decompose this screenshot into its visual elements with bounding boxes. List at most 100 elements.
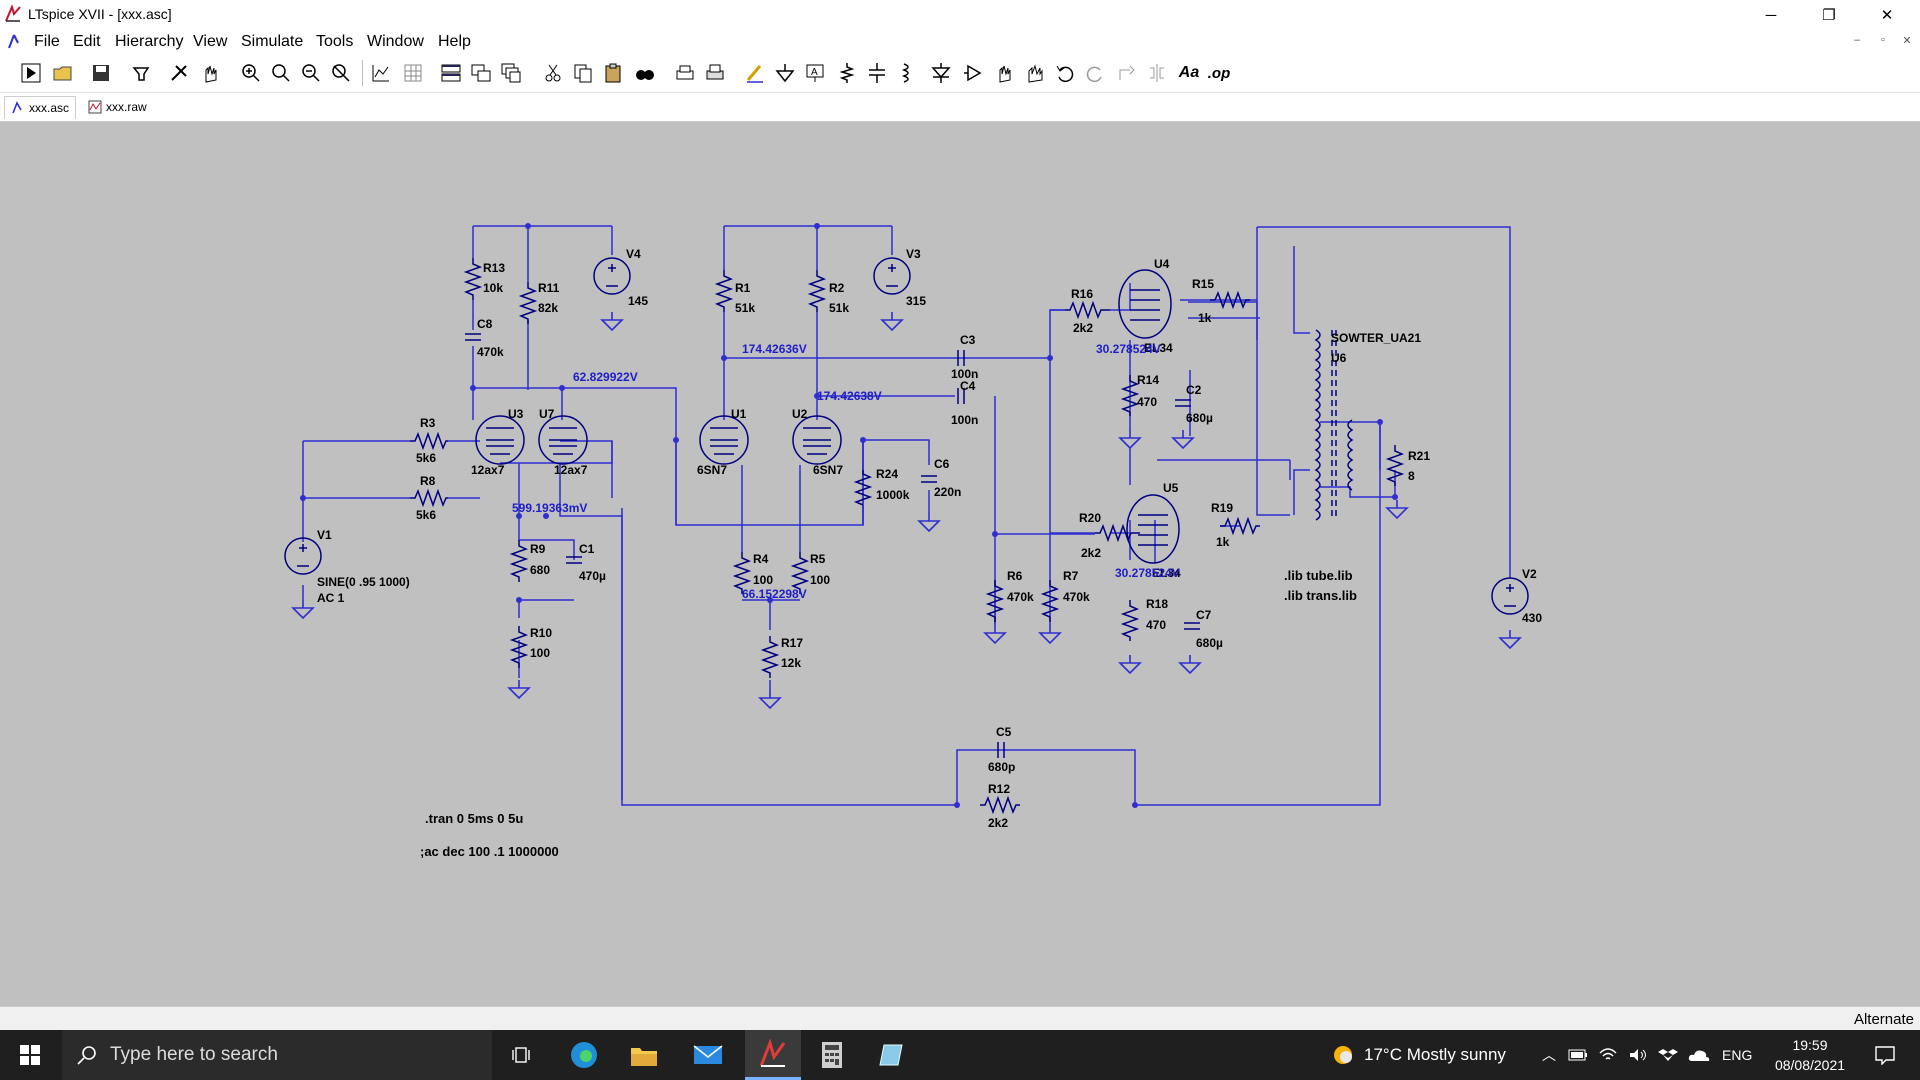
tab-waveform[interactable]: xxx.raw xyxy=(82,96,153,118)
cascade-icon[interactable] xyxy=(498,60,524,86)
node-voltage-3: 174.42638V xyxy=(817,389,882,403)
maximize-button[interactable]: ❐ xyxy=(1822,7,1836,24)
directive-lib-trans[interactable]: .lib trans.lib xyxy=(1284,588,1357,603)
taskbar-calculator[interactable] xyxy=(808,1030,856,1080)
schematic-canvas[interactable]: R13 10k R11 82k C8 470k V4 145 R1 51k R2… xyxy=(0,122,1920,1006)
close-button[interactable]: ✕ xyxy=(1880,7,1894,24)
show-hidden-icons-icon[interactable]: ︿ xyxy=(1542,1047,1556,1063)
halt-icon[interactable] xyxy=(166,60,192,86)
edge-icon xyxy=(571,1042,597,1068)
spice-directives[interactable]: .tran 0 5ms 0 5u ;ac dec 100 .1 1000000 … xyxy=(420,568,1357,859)
label-R7: R7 xyxy=(1063,569,1079,583)
autorange-icon[interactable] xyxy=(368,60,394,86)
menu-tools[interactable]: Tools xyxy=(316,33,354,50)
task-view-button[interactable] xyxy=(500,1030,542,1080)
redo-icon[interactable] xyxy=(1082,60,1108,86)
weather-sun-icon xyxy=(1334,1046,1352,1064)
menu-file[interactable]: File xyxy=(34,33,60,50)
find-icon[interactable] xyxy=(632,60,658,86)
battery-icon[interactable] xyxy=(1568,1047,1588,1063)
diode-icon[interactable] xyxy=(928,60,954,86)
value-R14: 470 xyxy=(1137,395,1157,409)
label-R18: R18 xyxy=(1146,597,1168,611)
schematic-doc-icon[interactable] xyxy=(6,33,22,51)
taskbar-mail[interactable] xyxy=(684,1030,732,1080)
tile-horizontal-icon[interactable] xyxy=(438,60,464,86)
clock-time: 19:59 xyxy=(1792,1037,1828,1053)
folder-icon xyxy=(631,1048,657,1066)
notepad-icon xyxy=(879,1044,903,1066)
menu-help[interactable]: Help xyxy=(438,33,471,50)
directive-lib-tube[interactable]: .lib tube.lib xyxy=(1284,568,1353,583)
label-icon[interactable]: A xyxy=(802,60,828,86)
node-voltage-2: 174.42636V xyxy=(742,342,807,356)
print-preview-icon[interactable] xyxy=(702,60,728,86)
undo-icon[interactable] xyxy=(1052,60,1078,86)
dropbox-icon[interactable] xyxy=(1658,1047,1678,1063)
notification-icon xyxy=(1875,1046,1895,1065)
component-icon[interactable] xyxy=(960,60,986,86)
taskbar-file-explorer[interactable] xyxy=(620,1030,668,1080)
start-button[interactable] xyxy=(0,1030,60,1080)
control-panel-icon[interactable] xyxy=(128,60,154,86)
save-icon[interactable] xyxy=(88,60,114,86)
weather-widget[interactable]: 17°C Mostly sunny xyxy=(1330,1030,1506,1080)
grid-icon[interactable] xyxy=(400,60,426,86)
minimize-button[interactable]: ─ xyxy=(1765,6,1777,24)
wires xyxy=(302,225,1511,806)
taskbar-search-box[interactable]: Type here to search xyxy=(62,1030,492,1080)
schematic-drawing[interactable]: R13 10k R11 82k C8 470k V4 145 R1 51k R2… xyxy=(0,122,1920,1006)
label-R20: R20 xyxy=(1079,511,1101,525)
mdi-restore-button[interactable]: ▫ xyxy=(1881,34,1885,46)
capacitor-icon[interactable] xyxy=(864,60,890,86)
tile-vertical-icon[interactable] xyxy=(468,60,494,86)
volume-icon[interactable] xyxy=(1628,1047,1648,1063)
menu-hierarchy[interactable]: Hierarchy xyxy=(115,33,184,50)
mdi-minimize-button[interactable]: – xyxy=(1853,34,1861,46)
move-icon[interactable] xyxy=(992,60,1018,86)
label-C5: C5 xyxy=(996,725,1012,739)
tab-schematic[interactable]: xxx.asc xyxy=(4,96,77,119)
clock[interactable]: 19:59 08/08/2021 xyxy=(1764,1030,1856,1080)
menu-view[interactable]: View xyxy=(193,33,228,50)
node-voltage-labels: 62.829922V 174.42636V 174.42638V 599.193… xyxy=(512,342,1180,601)
paste-icon[interactable] xyxy=(600,60,626,86)
pan-icon[interactable] xyxy=(198,60,224,86)
ground-icon[interactable] xyxy=(772,60,798,86)
text-icon[interactable]: Aa xyxy=(1176,60,1202,86)
copy-icon[interactable] xyxy=(570,60,596,86)
zoom-fit-icon[interactable] xyxy=(268,60,294,86)
menu-window[interactable]: Window xyxy=(367,33,424,50)
open-icon[interactable] xyxy=(50,60,76,86)
language-indicator[interactable]: ENG xyxy=(1722,1047,1753,1063)
wire-icon[interactable] xyxy=(742,60,768,86)
menu-simulate[interactable]: Simulate xyxy=(241,33,304,50)
onedrive-icon[interactable] xyxy=(1688,1047,1710,1063)
search-placeholder: Type here to search xyxy=(110,1044,278,1065)
value-R10: 100 xyxy=(530,646,550,660)
drag-icon[interactable] xyxy=(1022,60,1048,86)
spice-directive-icon[interactable]: .op xyxy=(1206,60,1232,86)
mirror-icon[interactable] xyxy=(1144,60,1170,86)
label-R19: R19 xyxy=(1211,501,1233,515)
zoom-out-icon[interactable] xyxy=(298,60,324,86)
resistor-icon[interactable] xyxy=(834,60,860,86)
run-icon[interactable] xyxy=(18,60,44,86)
print-icon[interactable] xyxy=(672,60,698,86)
directive-ac[interactable]: ;ac dec 100 .1 1000000 xyxy=(420,844,559,859)
value-U7: 12ax7 xyxy=(554,463,588,477)
inductor-icon[interactable] xyxy=(894,60,920,86)
zoom-in-icon[interactable] xyxy=(238,60,264,86)
taskbar-ltspice[interactable] xyxy=(745,1030,801,1080)
menu-edit[interactable]: Edit xyxy=(73,33,101,50)
taskbar-app[interactable] xyxy=(868,1030,916,1080)
zoom-cancel-icon[interactable] xyxy=(328,60,354,86)
value-R7: 470k xyxy=(1063,590,1090,604)
notification-center-button[interactable] xyxy=(1862,1030,1908,1080)
rotate-icon[interactable] xyxy=(1114,60,1140,86)
cut-icon[interactable] xyxy=(540,60,566,86)
taskbar-edge[interactable] xyxy=(560,1030,608,1080)
wifi-icon[interactable] xyxy=(1598,1047,1618,1063)
mdi-close-button[interactable]: ✕ xyxy=(1902,35,1912,47)
directive-tran[interactable]: .tran 0 5ms 0 5u xyxy=(425,811,523,826)
